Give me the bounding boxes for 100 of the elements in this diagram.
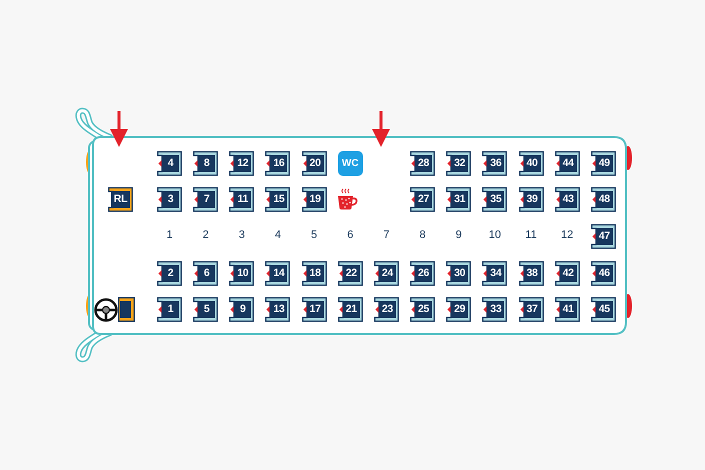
seat-number: 47 bbox=[596, 228, 613, 245]
seat-number: 5 bbox=[198, 301, 216, 318]
row-number: 6 bbox=[346, 229, 354, 242]
seat-number: 23 bbox=[378, 301, 396, 318]
seat-number: 39 bbox=[524, 191, 540, 208]
seat-number: 49 bbox=[596, 155, 613, 172]
seat-number: 42 bbox=[560, 265, 577, 282]
row-number: 8 bbox=[418, 229, 427, 242]
seat bbox=[265, 187, 290, 212]
seat-number: 38 bbox=[524, 265, 540, 282]
seat-number: 14 bbox=[270, 265, 288, 282]
seat bbox=[482, 187, 508, 212]
seat-number: 16 bbox=[270, 155, 288, 172]
seat-number: 37 bbox=[524, 301, 540, 318]
seat bbox=[446, 297, 472, 322]
row-number: 9 bbox=[454, 229, 463, 242]
seat bbox=[265, 261, 290, 286]
seat-number: 21 bbox=[342, 301, 360, 318]
seat bbox=[338, 297, 363, 322]
seat-number: 8 bbox=[198, 155, 216, 172]
seat bbox=[193, 187, 218, 212]
seat bbox=[229, 297, 254, 322]
seat bbox=[410, 261, 436, 286]
seat-number: 43 bbox=[560, 191, 577, 208]
seat-number: 36 bbox=[487, 155, 504, 172]
seat-number: 40 bbox=[524, 155, 540, 172]
seat bbox=[157, 261, 182, 286]
row-number: 2 bbox=[202, 229, 210, 242]
seat bbox=[229, 187, 254, 212]
seat-number: 45 bbox=[596, 301, 613, 318]
seat-number: 46 bbox=[596, 265, 613, 282]
seat bbox=[410, 297, 436, 322]
seat-label: RL bbox=[111, 191, 130, 208]
seat-number: 44 bbox=[560, 155, 577, 172]
seat-number: 22 bbox=[342, 265, 360, 282]
seat bbox=[338, 261, 363, 286]
seat bbox=[590, 151, 616, 176]
seat bbox=[157, 187, 182, 212]
row-number: 12 bbox=[560, 229, 574, 242]
seat bbox=[590, 297, 616, 322]
row-number: 3 bbox=[238, 229, 246, 242]
seat bbox=[229, 261, 254, 286]
seat bbox=[265, 297, 290, 322]
seat-number: 24 bbox=[378, 265, 396, 282]
row-number: 1 bbox=[165, 229, 174, 242]
seat-number: 25 bbox=[415, 301, 432, 318]
seat bbox=[482, 151, 508, 176]
seat-number: 31 bbox=[451, 191, 468, 208]
restroom-sign: WC bbox=[338, 151, 363, 176]
seat bbox=[193, 297, 218, 322]
seat-number: 32 bbox=[451, 155, 468, 172]
driver-seat bbox=[118, 297, 135, 322]
seat-number: 18 bbox=[306, 265, 324, 282]
seat-number: 12 bbox=[234, 155, 252, 172]
seat bbox=[482, 297, 508, 322]
seat bbox=[446, 151, 472, 176]
seat-number: 3 bbox=[162, 191, 179, 208]
seat bbox=[446, 261, 472, 286]
seat bbox=[590, 224, 616, 249]
seat-number: 15 bbox=[270, 191, 288, 208]
seat bbox=[446, 187, 472, 212]
seat-number: 19 bbox=[306, 191, 324, 208]
seat-number: 48 bbox=[596, 191, 613, 208]
row-number: 4 bbox=[274, 229, 282, 242]
seat bbox=[374, 297, 399, 322]
row-number: 7 bbox=[382, 229, 390, 242]
seat-number: 28 bbox=[415, 155, 432, 172]
seat-number: 20 bbox=[306, 155, 324, 172]
seat-number: 7 bbox=[198, 191, 216, 208]
seat-number: 9 bbox=[234, 301, 252, 318]
seat-number: 6 bbox=[198, 265, 216, 282]
seat bbox=[193, 151, 218, 176]
seat-number: 27 bbox=[415, 191, 432, 208]
seat bbox=[410, 151, 436, 176]
row-number: 5 bbox=[310, 229, 318, 242]
seat-number: 26 bbox=[415, 265, 432, 282]
seat bbox=[482, 261, 508, 286]
seat-number: 17 bbox=[306, 301, 324, 318]
seat bbox=[410, 187, 436, 212]
seat-number: 13 bbox=[270, 301, 288, 318]
seat bbox=[590, 187, 616, 212]
seat-number: 10 bbox=[234, 265, 252, 282]
seat-number: 30 bbox=[451, 265, 468, 282]
guide-seat bbox=[108, 187, 133, 212]
seat-number: 1 bbox=[162, 301, 179, 318]
seat-number: 34 bbox=[487, 265, 504, 282]
seat-number: 29 bbox=[451, 301, 468, 318]
seat-number: 4 bbox=[162, 155, 179, 172]
seat bbox=[193, 261, 218, 286]
row-number: 11 bbox=[524, 229, 538, 242]
row-number: 10 bbox=[488, 229, 502, 242]
seat-number: 33 bbox=[487, 301, 504, 318]
seat bbox=[374, 261, 399, 286]
seat-number: 2 bbox=[162, 265, 179, 282]
seat-number: 41 bbox=[560, 301, 577, 318]
seat bbox=[157, 297, 182, 322]
seat-number: 11 bbox=[234, 191, 252, 208]
seat bbox=[229, 151, 254, 176]
seat bbox=[590, 261, 616, 286]
seat bbox=[265, 151, 290, 176]
